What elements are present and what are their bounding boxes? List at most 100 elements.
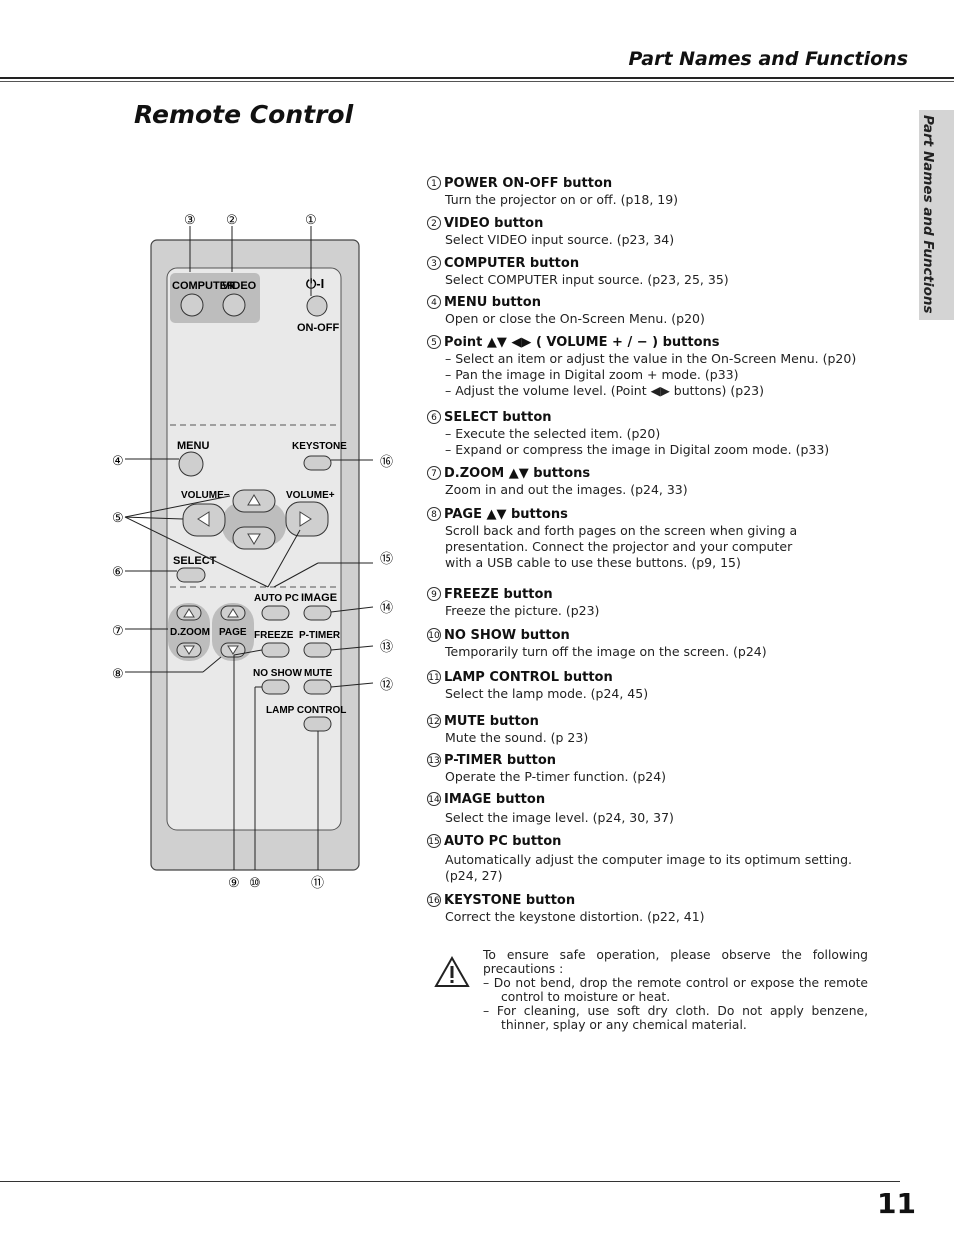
item-desc: with a USB cable to use these buttons. (… (445, 555, 741, 570)
item-title: PAGE ▲▼ buttons (444, 507, 568, 522)
page-label: PAGE (219, 627, 247, 638)
caution-bullet: – Do not bend, drop the remote control o… (483, 976, 868, 1004)
callout-1: ① (305, 212, 317, 227)
ptimer-button[interactable] (303, 642, 332, 658)
item-desc: Zoom in and out the images. (p24, 33) (445, 482, 688, 497)
item-desc: Freeze the picture. (p23) (445, 603, 600, 618)
right-arrow-icon (299, 511, 312, 527)
callout-14: ⑭ (380, 600, 393, 615)
item-title: NO SHOW button (444, 628, 570, 643)
callout-2: ② (226, 212, 238, 227)
power-button[interactable] (306, 295, 328, 317)
item-title: COMPUTER button (444, 256, 580, 271)
image-button[interactable] (303, 605, 332, 621)
callout-13: ⑬ (380, 639, 393, 654)
dzoom-down-icon (183, 645, 195, 655)
power-icon: ⏻-I (306, 276, 324, 291)
lamp-control-label: LAMP CONTROL (266, 705, 346, 716)
callout-numbers: ③ ② ① ④ ⑤ ⑥ ⑦ ⑧ ⑯ ⑮ ⑭ ⑬ ⑫ ⑨ ⑩ ⑪ (112, 212, 393, 890)
item-desc: Turn the projector on or off. (p18, 19) (445, 192, 679, 207)
ptimer-label: P-TIMER (299, 630, 341, 641)
video-button[interactable] (222, 293, 246, 317)
caution-intro: To ensure safe operation, please observe… (483, 948, 868, 976)
on-off-label: ON-OFF (297, 322, 339, 334)
caution-bullet: – For cleaning, use soft dry cloth. Do n… (483, 1004, 868, 1032)
item-title: Point ▲▼ ◀▶ ( VOLUME + / − ) buttons (444, 335, 720, 350)
menu-label: MENU (177, 440, 209, 452)
callout-9: ⑨ (228, 875, 240, 890)
callout-12: ⑫ (380, 677, 393, 692)
footer-rule (0, 1181, 900, 1182)
item-title: SELECT button (444, 410, 552, 425)
item-number: 14 (427, 792, 441, 806)
item-number: 16 (427, 893, 441, 907)
item-desc: (p24, 27) (445, 868, 503, 883)
auto-pc-button[interactable] (261, 605, 290, 621)
item-number: 9 (427, 587, 441, 601)
item-desc: Temporarily turn off the image on the sc… (445, 644, 767, 659)
page-up-icon (227, 608, 239, 618)
callout-5: ⑤ (112, 510, 124, 525)
volume-plus-label: VOLUME+ (286, 490, 335, 501)
callout-6: ⑥ (112, 564, 124, 579)
item-number: 8 (427, 507, 441, 521)
item-number: 13 (427, 753, 441, 767)
item-desc: Scroll back and forth pages on the scree… (445, 523, 798, 538)
warning-icon (434, 956, 470, 987)
callout-16: ⑯ (380, 454, 393, 469)
page-heading: Remote Control (134, 100, 354, 129)
header-rule (0, 77, 954, 79)
item-number: 12 (427, 714, 441, 728)
no-show-label: NO SHOW (253, 668, 302, 679)
page-number: 11 (877, 1187, 916, 1220)
callout-11: ⑪ (311, 875, 324, 890)
item-number: 1 (427, 176, 441, 190)
item-title: FREEZE button (444, 587, 553, 602)
page-down-icon (227, 645, 239, 655)
item-desc: Select the image level. (p24, 30, 37) (445, 810, 674, 825)
item-title: KEYSTONE button (444, 893, 576, 908)
item-title: LAMP CONTROL button (444, 670, 613, 685)
keystone-button[interactable] (303, 455, 332, 471)
item-number: 2 (427, 216, 441, 230)
item-number: 7 (427, 466, 441, 480)
left-arrow-icon (197, 511, 210, 527)
item-number: 11 (427, 670, 441, 684)
no-show-button[interactable] (261, 679, 290, 695)
item-desc: – Execute the selected item. (p20) (445, 426, 661, 441)
item-number: 4 (427, 295, 441, 309)
dzoom-up-icon (183, 608, 195, 618)
item-desc: – Adjust the volume level. (Point ◀▶ but… (445, 383, 764, 398)
auto-pc-label: AUTO PC (254, 593, 299, 604)
lamp-control-button[interactable] (303, 716, 332, 732)
up-arrow-icon (247, 494, 261, 506)
item-number: 6 (427, 410, 441, 424)
item-number: 15 (427, 834, 441, 848)
item-title: POWER ON-OFF button (444, 176, 613, 191)
callout-8: ⑧ (112, 666, 124, 681)
select-label: SELECT (173, 555, 217, 567)
header-rule-thin (0, 81, 954, 82)
item-desc: Select the lamp mode. (p24, 45) (445, 686, 649, 701)
freeze-button[interactable] (261, 642, 290, 658)
item-desc: Select VIDEO input source. (p23, 34) (445, 232, 675, 247)
callout-15: ⑮ (380, 551, 393, 566)
computer-button[interactable] (180, 293, 204, 317)
item-title: VIDEO button (444, 216, 544, 231)
mute-button[interactable] (303, 679, 332, 695)
select-button[interactable] (176, 567, 206, 583)
item-desc: – Pan the image in Digital zoom + mode. … (445, 367, 739, 382)
menu-button[interactable] (178, 451, 204, 477)
